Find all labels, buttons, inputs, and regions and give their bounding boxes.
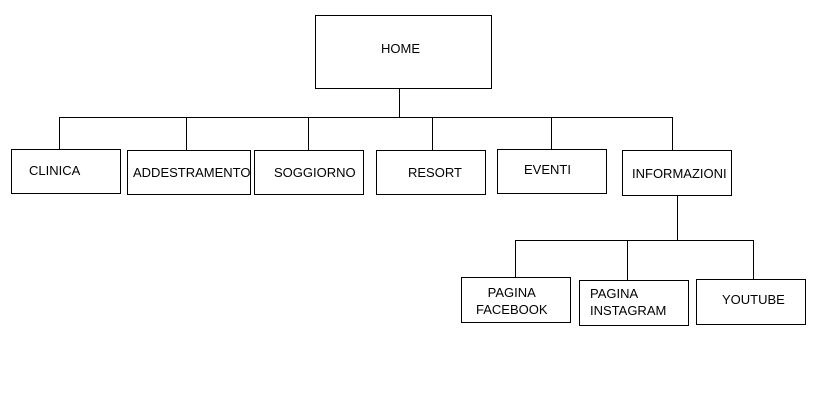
connector-addestramento — [186, 117, 187, 150]
connector-informazioni — [672, 117, 673, 150]
connector-youtube — [753, 240, 754, 279]
connector-home-down — [399, 88, 400, 118]
connector-resort — [432, 117, 433, 150]
connector-soggiorno — [308, 117, 309, 150]
node-soggiorno — [254, 150, 364, 195]
node-youtube-label: YOUTUBE — [722, 292, 785, 307]
node-clinica-label: CLINICA — [29, 163, 81, 178]
node-informazioni-label: INFORMAZIONI — [632, 166, 727, 181]
node-resort — [376, 150, 486, 195]
connector-informazioni-down — [677, 195, 678, 241]
node-youtube — [696, 279, 806, 325]
node-informazioni — [622, 150, 732, 196]
node-clinica — [11, 149, 121, 194]
node-pagina-instagram-label: PAGINA INSTAGRAM — [590, 286, 667, 318]
connector-eventi — [551, 117, 552, 150]
node-addestramento — [127, 150, 251, 195]
connector-clinica — [59, 117, 60, 150]
node-home-label: HOME — [381, 41, 420, 56]
node-home — [315, 15, 492, 89]
node-pagina-facebook — [461, 277, 571, 323]
connector-facebook — [515, 240, 516, 278]
connector-level1-bus — [59, 117, 673, 118]
node-eventi-label: EVENTI — [524, 162, 571, 177]
node-soggiorno-label: SOGGIORNO — [274, 165, 356, 180]
node-eventi — [497, 149, 607, 194]
node-pagina-instagram — [579, 280, 689, 326]
node-resort-label: RESORT — [408, 165, 462, 180]
node-pagina-facebook-label: PAGINA FACEBOOK — [476, 285, 548, 317]
connector-instagram — [627, 240, 628, 280]
node-addestramento-label: ADDESTRAMENTO — [133, 165, 251, 180]
connector-level2-bus — [515, 240, 753, 241]
